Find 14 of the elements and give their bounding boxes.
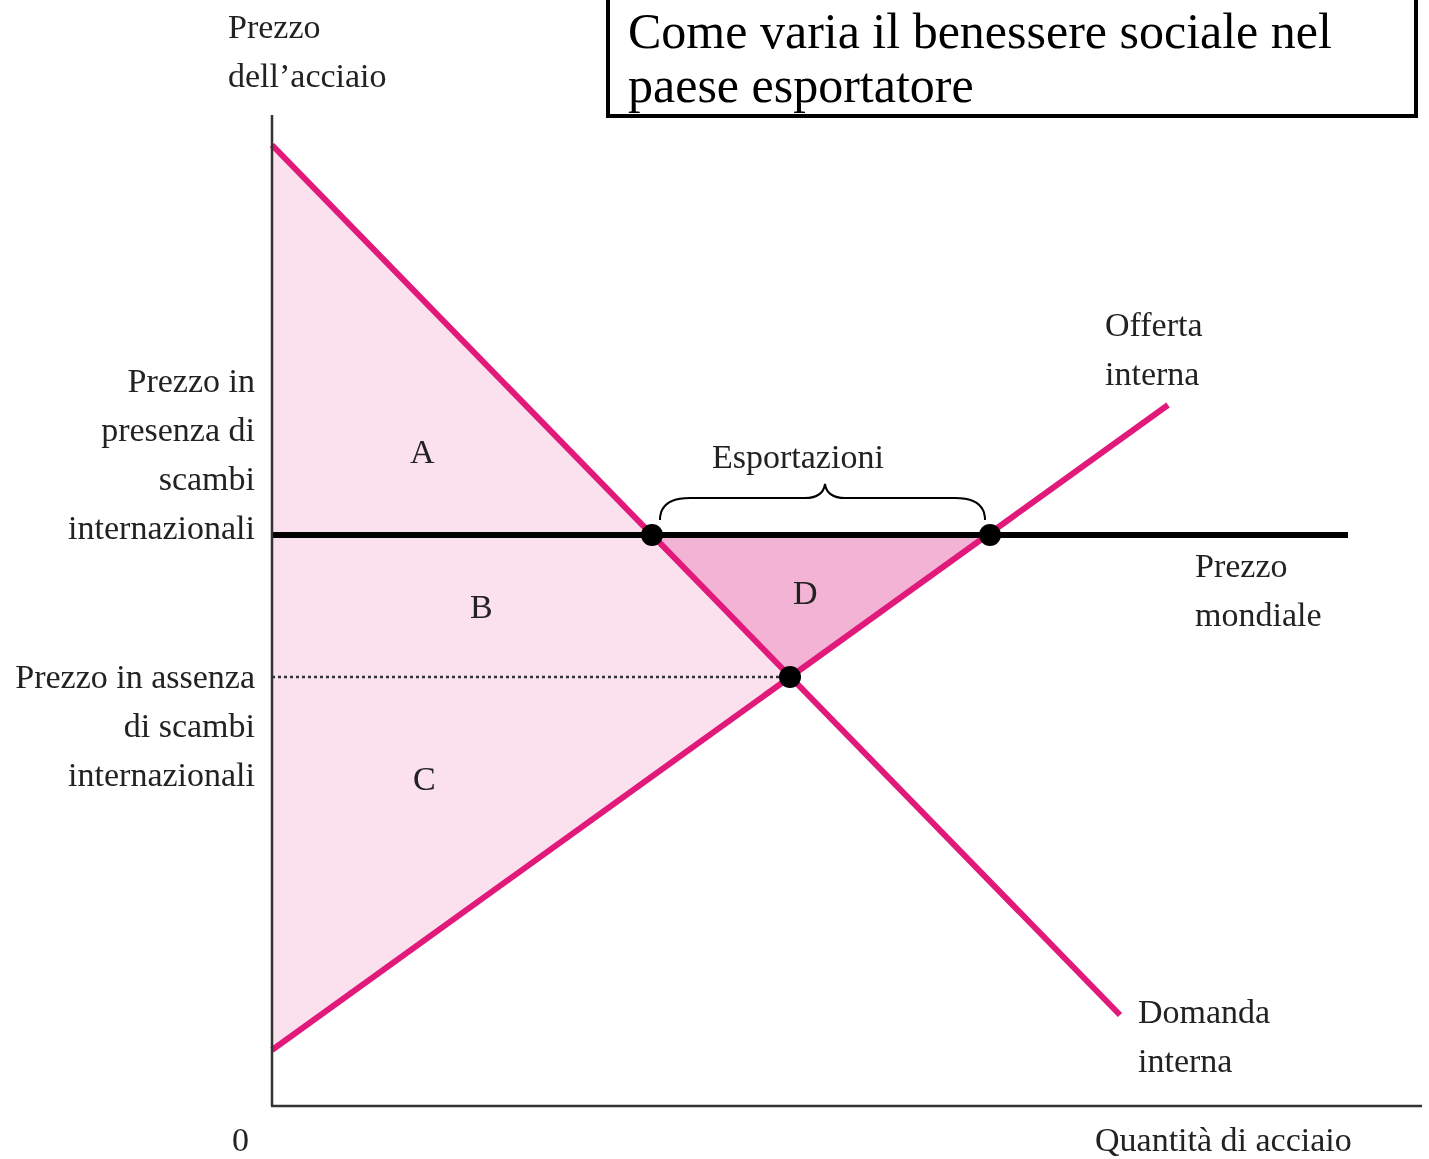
area-label: A [410, 432, 436, 472]
axis-title: Prezzo dell’acciaio [228, 7, 388, 96]
axis-title: Quantità di acciaio [1095, 1120, 1353, 1159]
area-label: B [470, 587, 494, 627]
price-label: Prezzo in assenza di scambi internazionali [14, 657, 255, 795]
title-box: Come varia il benessere sociale nel paese esportatore [606, 0, 1418, 118]
line-label: Prezzo mondiale [1195, 546, 1323, 635]
bracket-label: Esportazioni [712, 437, 885, 477]
curve-label: Offerta interna [1105, 305, 1204, 394]
curve-label: Domanda interna [1138, 992, 1272, 1081]
price-label: Prezzo in presenza di scambi internazionali [67, 361, 255, 548]
origin-label: 0 [232, 1120, 250, 1159]
area-label: C [413, 759, 437, 799]
area-label: D [793, 573, 819, 613]
